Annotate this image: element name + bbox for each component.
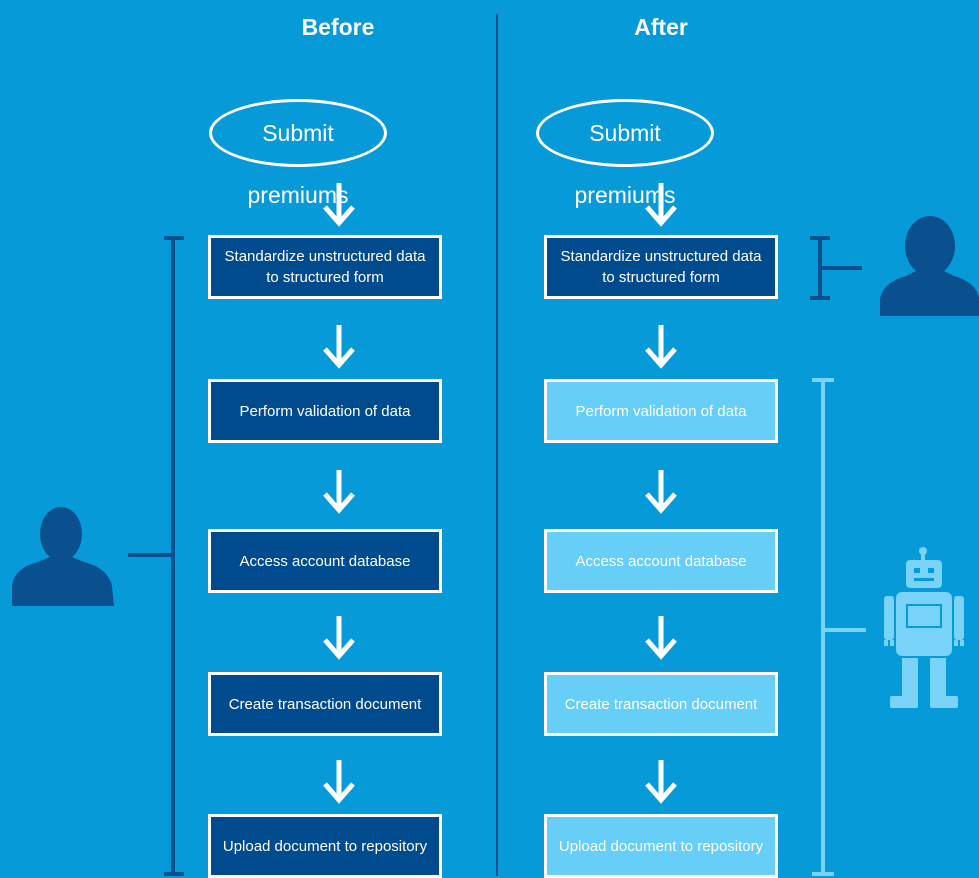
before-step-label: Perform validation of data [239,402,411,420]
before-start-node: Submit premiums [209,99,387,208]
after-column-title: After [634,14,688,40]
after-step-label: Access account database [575,552,747,570]
before-arrow-3 [325,470,353,510]
after-arrow-2 [647,325,675,365]
before-step-standardize: Standardize unstructured data to structu… [208,235,442,299]
after-step-label: Standardize unstructured data to structu… [560,248,762,286]
column-divider [496,14,498,876]
before-step-validate: Perform validation of data [208,379,442,443]
before-manual-bracket [128,236,184,876]
after-step-upload: Upload document to repository [544,814,778,878]
before-step-label: Create transaction document [228,695,422,713]
before-arrow-1 [325,183,353,223]
before-arrow-5 [325,760,353,800]
before-arrow-4 [325,616,353,656]
after-arrow-3 [647,470,675,510]
after-manual-bracket [810,236,862,300]
after-step-label: Create transaction document [564,695,758,713]
before-step-label: Upload document to repository [222,837,428,855]
before-step-label: Standardize unstructured data to structu… [224,248,426,286]
robot-icon [884,547,964,708]
after-step-standardize: Standardize unstructured data to structu… [544,235,778,299]
after-step-label: Upload document to repository [558,837,764,855]
after-arrow-1 [647,183,675,223]
before-step-access-db: Access account database [208,529,442,593]
before-step-label: Access account database [239,552,411,570]
person-icon [880,216,979,316]
after-step-access-db: Access account database [544,529,778,593]
after-automated-bracket [812,378,866,876]
after-arrow-4 [647,616,675,656]
after-step-validate: Perform validation of data [544,379,778,443]
before-step-create-doc: Create transaction document [208,672,442,736]
person-icon [12,507,114,606]
before-column-title: Before [301,14,375,40]
after-arrow-5 [647,760,675,800]
after-step-create-doc: Create transaction document [544,672,778,736]
after-step-label: Perform validation of data [575,402,747,420]
before-arrow-2 [325,325,353,365]
